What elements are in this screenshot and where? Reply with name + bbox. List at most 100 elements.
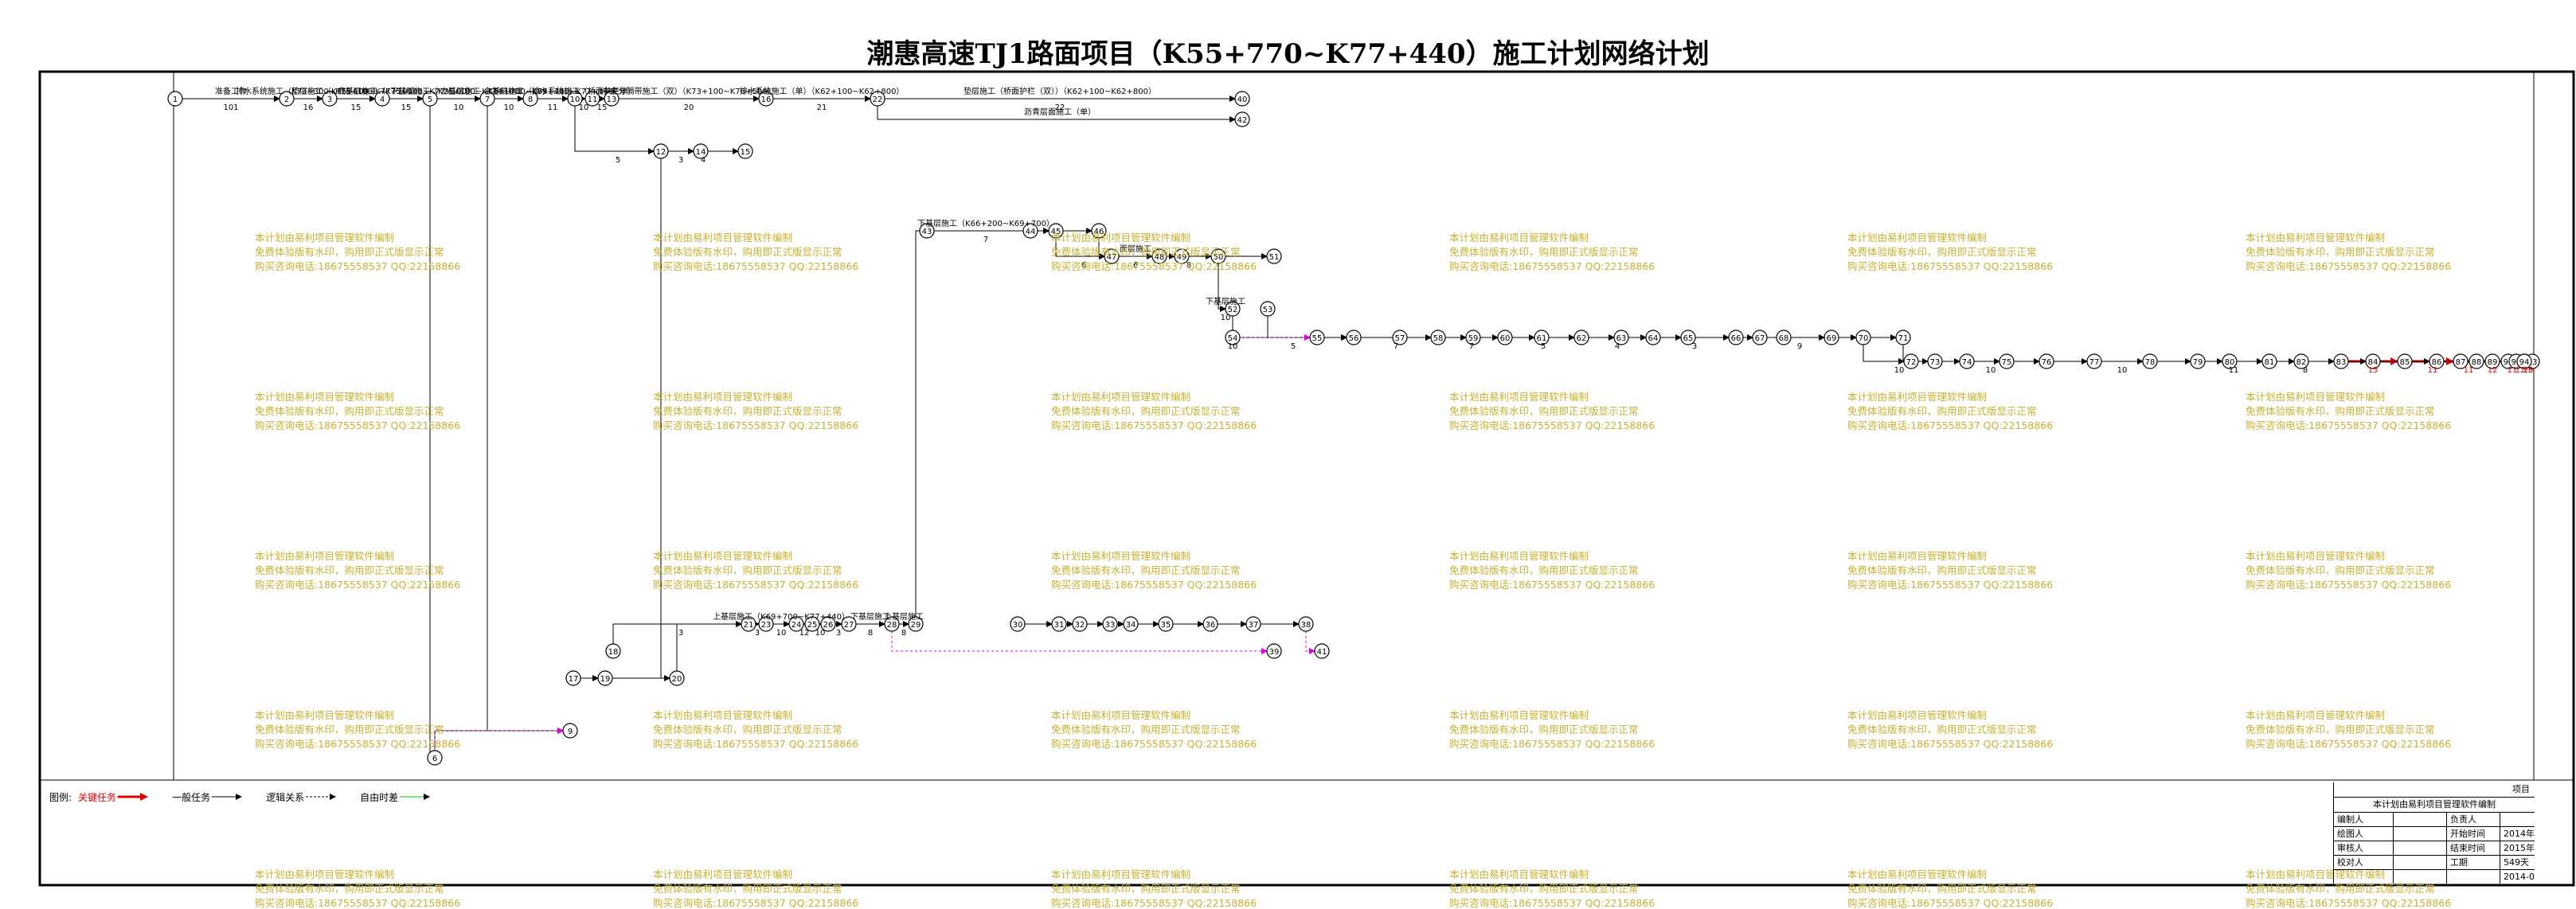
task-duration-label: 8	[2303, 366, 2308, 375]
task-duration-label: 5	[616, 156, 620, 165]
title-block-cell: 549天	[2504, 857, 2529, 868]
event-node-circle	[1266, 643, 1282, 659]
event-node-number: 52	[1228, 306, 1238, 314]
event-node-circle	[1309, 330, 1325, 345]
event-node: 32	[1072, 616, 1088, 632]
event-node-circle	[1234, 91, 1250, 107]
task-duration-label: 10	[1986, 366, 1996, 375]
event-node-number: 58	[1433, 334, 1444, 343]
event-node-number: 91	[2512, 358, 2522, 367]
legend-free-float-swatch	[400, 794, 431, 800]
event-node: 50	[1210, 248, 1226, 264]
event-node: 67	[1752, 330, 1768, 345]
event-node: 9	[562, 723, 578, 739]
legend-logical: 逻辑关系	[266, 790, 341, 804]
event-node: 55	[1309, 330, 1325, 345]
event-node-circle	[1824, 330, 1839, 345]
task-name-label: 排水系统施工（桥面护栏单）	[532, 86, 635, 96]
event-node-number: 27	[844, 621, 854, 630]
event-node-number: 38	[1301, 621, 1311, 630]
title-block-cell: 编制人	[2334, 813, 2394, 826]
event-node-circle	[741, 616, 756, 632]
event-node-circle	[422, 91, 438, 107]
event-node-number: 26	[823, 621, 834, 630]
task-arrow	[1218, 263, 1226, 312]
event-node: 37	[1245, 616, 1261, 632]
event-node-number: 22	[873, 96, 883, 104]
event-node: 69	[1824, 330, 1839, 345]
legend-logical-swatch	[306, 794, 337, 800]
event-node: 72	[1903, 353, 1919, 369]
event-node-circle	[1573, 330, 1589, 345]
task-duration-label: 7	[1394, 342, 1398, 351]
event-node: 20	[669, 670, 685, 686]
event-node: 46	[1091, 223, 1107, 239]
event-node-circle	[605, 643, 621, 659]
event-node: 86	[2429, 353, 2445, 369]
event-node-circle	[1048, 223, 1064, 239]
task-name-label: 准备工作	[215, 86, 247, 96]
event-node-number: 12	[656, 148, 666, 157]
event-node: 27	[841, 616, 857, 632]
task-duration-label: 10	[776, 629, 787, 638]
task-arrow	[427, 106, 433, 761]
event-node: 78	[2142, 353, 2158, 369]
task-duration-label: 12	[2515, 366, 2526, 375]
task-name-label: 下基层施工（K75+100~K77+100）	[390, 86, 527, 96]
event-node-circle	[565, 670, 581, 686]
event-node-number: 87	[2456, 358, 2466, 367]
task-duration-label: 20	[684, 103, 694, 112]
event-node-number: 55	[1312, 334, 1323, 343]
event-node: 88	[2469, 353, 2484, 369]
event-node-circle	[1430, 330, 1446, 345]
task-name-label: 下基层施工	[1206, 296, 1245, 306]
event-node-circle	[1260, 301, 1276, 317]
task-duration-label: 11	[2508, 366, 2518, 375]
task-duration-label: 22	[1055, 103, 1065, 112]
event-node: 83	[2333, 353, 2349, 369]
title-block-cell	[2394, 870, 2447, 884]
event-node: 64	[1645, 330, 1661, 345]
event-node: 53	[1260, 301, 1276, 317]
event-node-number: 62	[1577, 334, 1587, 343]
event-node-number: 53	[1263, 306, 1273, 314]
event-node-number: 44	[1026, 228, 1036, 236]
event-node: 25	[804, 616, 820, 632]
event-node: 1	[167, 91, 183, 107]
event-node-circle	[2469, 353, 2484, 369]
legend-normal: 一般任务	[172, 790, 247, 804]
event-node: 2	[279, 91, 295, 107]
event-node-number: 5	[428, 96, 432, 104]
task-duration-label: 3	[755, 629, 760, 638]
event-node: 85	[2397, 353, 2413, 369]
task-duration-label: 7	[1469, 342, 1474, 351]
event-node-number: 8	[528, 96, 533, 104]
event-node-number: 16	[761, 96, 772, 104]
event-node-number: 15	[741, 148, 751, 157]
event-node-circle	[427, 750, 443, 766]
task-duration-label: 8	[1186, 261, 1191, 270]
title-block-cell	[2334, 870, 2394, 884]
title-block-cell: 绘图人	[2334, 827, 2394, 841]
title-block-cell: 结束时间	[2447, 841, 2500, 855]
task-duration-label: 10	[1894, 366, 1905, 375]
event-node-circle	[908, 616, 924, 632]
event-node-number: 67	[1755, 334, 1765, 343]
event-node: 60	[1497, 330, 1513, 345]
event-node-number: 82	[2297, 358, 2307, 367]
task-name-label: 下基层施工	[850, 611, 890, 622]
event-node-circle	[1234, 111, 1250, 127]
task-duration-label: 16	[303, 103, 314, 112]
task-duration-label: 5	[1541, 342, 1546, 351]
task-name-label: 垫层施工（K75+100~K77+100）	[291, 86, 420, 96]
event-node: 17	[565, 670, 581, 686]
event-node-circle	[1158, 616, 1174, 632]
event-node-circle	[597, 670, 613, 686]
event-node-circle	[758, 91, 774, 107]
event-node: 36	[1202, 616, 1218, 632]
task-arrow	[565, 158, 662, 681]
event-node-number: 46	[1094, 228, 1104, 236]
task-name-label: 上基层施工（K69+700~K77+440）	[440, 86, 577, 96]
task-duration-label: 4	[1615, 342, 1620, 351]
task-duration-label: 3	[678, 629, 683, 638]
